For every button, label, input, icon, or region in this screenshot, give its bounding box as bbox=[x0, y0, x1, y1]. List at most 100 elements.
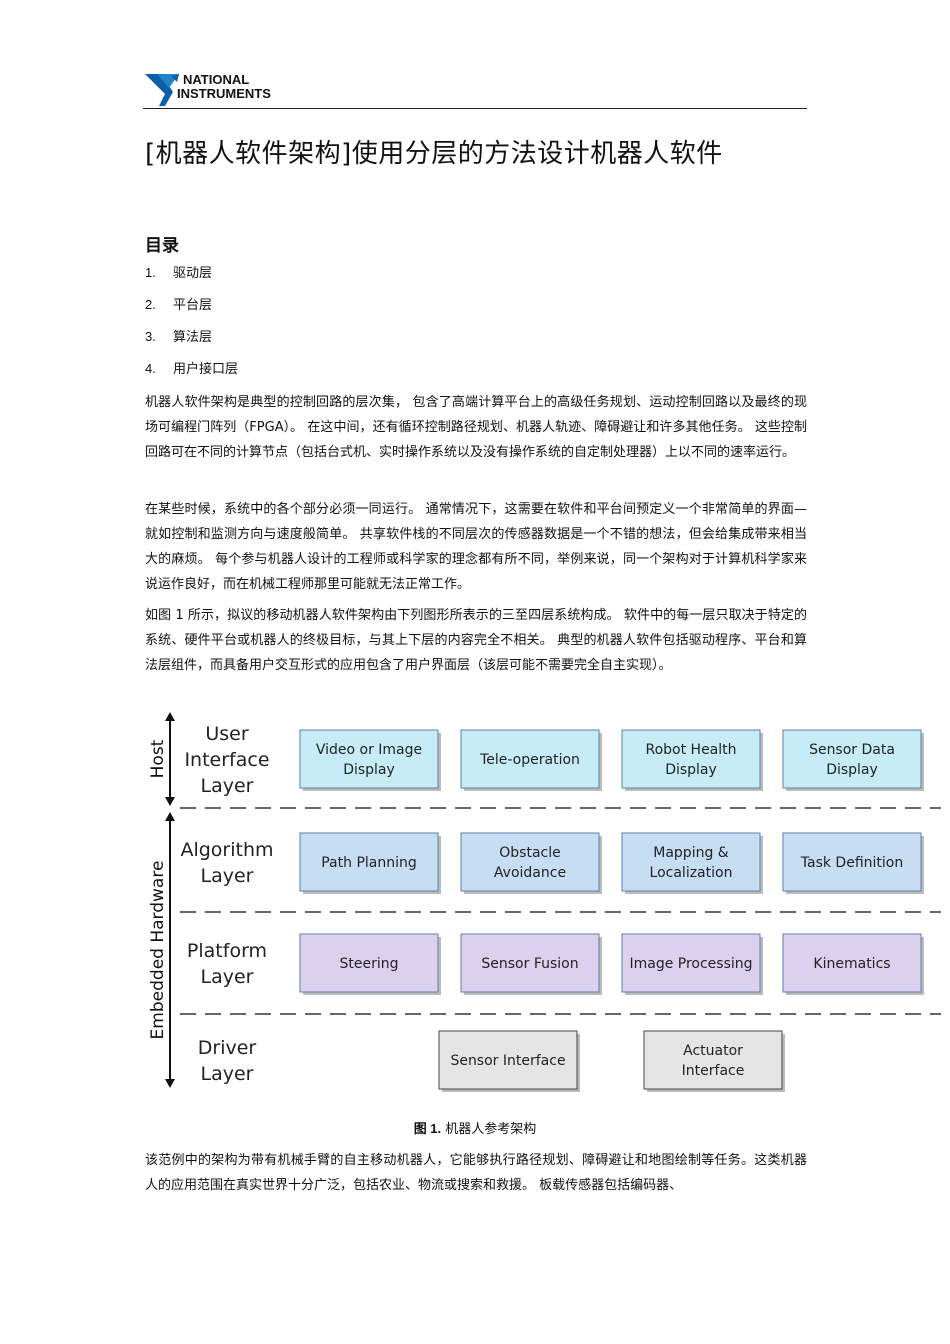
layer-label-line: Layer bbox=[201, 775, 254, 797]
component-box-rect bbox=[299, 933, 439, 993]
component-box-rect bbox=[299, 729, 439, 789]
embedded-arrow-head-up bbox=[165, 812, 175, 821]
layer-label-line: Driver bbox=[198, 1037, 257, 1059]
layer-component-box: Kinematics bbox=[782, 933, 924, 995]
component-box-rect bbox=[621, 729, 761, 789]
component-box-rect bbox=[460, 933, 600, 993]
embedded-hardware-label: Embedded Hardware bbox=[148, 861, 168, 1040]
toc-list: 1. 驱动层 2. 平台层 3.算法层 4. 用户接口层 bbox=[145, 264, 238, 392]
logo-text-instruments: INSTRUMENTS bbox=[177, 86, 271, 101]
figure-caption: 图 1. 机器人参考架构 bbox=[0, 1118, 950, 1137]
component-box-label: Image Processing bbox=[629, 956, 752, 972]
component-box-label-line: Localization bbox=[650, 865, 733, 881]
layer-component-box: Tele-operation bbox=[460, 729, 602, 791]
toc-item[interactable]: 4. 用户接口层 bbox=[145, 360, 238, 392]
component-box-rect bbox=[782, 832, 922, 892]
layer-label-line: Interface bbox=[184, 749, 269, 771]
layer-component-box: Path Planning bbox=[299, 832, 441, 894]
component-box-label-line: Steering bbox=[339, 956, 398, 972]
layer-label-line: Algorithm bbox=[180, 839, 273, 861]
layer-component-box: Mapping & Localization bbox=[621, 832, 763, 894]
paragraph-3: 如图 1 所示，拟议的移动机器人软件架构由下列图形所表示的三至四层系统构成。 软… bbox=[145, 608, 807, 673]
layer-component-box: Sensor Fusion bbox=[460, 933, 602, 995]
header-rule bbox=[143, 108, 807, 109]
component-box-label: Tele-operation bbox=[479, 752, 580, 768]
page-title: [机器人软件架构]使用分层的方法设计机器人软件 bbox=[145, 139, 723, 169]
figure-caption-text: 机器人参考架构 bbox=[445, 1122, 537, 1137]
component-box-label-line: Mapping & bbox=[653, 845, 729, 861]
toc-item-number: 1. bbox=[145, 265, 156, 280]
toc-item[interactable]: 1. 驱动层 bbox=[145, 264, 238, 296]
component-box-label: Task Definition bbox=[800, 855, 903, 871]
component-box-rect bbox=[621, 933, 761, 993]
figure-caption-label: 图 1. bbox=[413, 1121, 442, 1136]
toc-item-label: 驱动层 bbox=[173, 266, 213, 281]
component-box-label-line: Avoidance bbox=[494, 865, 566, 881]
component-box-label-line: Sensor Data bbox=[809, 742, 895, 758]
component-box-label-line: Tele-operation bbox=[479, 752, 580, 768]
component-box-label-line: Path Planning bbox=[321, 855, 417, 871]
component-box-label-line: Kinematics bbox=[813, 956, 890, 972]
paragraph-2: 在某些时候，系统中的各个部分必须一同运行。 通常情况下，这需要在软件和平台间预定… bbox=[145, 502, 807, 592]
component-box-label-line: Robot Health bbox=[645, 742, 736, 758]
logo-text-national: NATIONAL bbox=[183, 72, 249, 87]
component-box-rect bbox=[460, 832, 600, 892]
component-box-label: Path Planning bbox=[321, 855, 417, 871]
host-arrow bbox=[165, 712, 175, 806]
toc-item-label: 平台层 bbox=[173, 298, 213, 313]
layer-label-line: Layer bbox=[201, 966, 254, 988]
component-box-rect bbox=[299, 832, 439, 892]
layer-label-line: Layer bbox=[201, 1063, 254, 1085]
ni-eagle-logo-icon: NATIONAL INSTRUMENTS bbox=[145, 72, 271, 106]
toc-item[interactable]: 3.算法层 bbox=[145, 328, 238, 360]
component-box-rect bbox=[643, 1030, 783, 1090]
layer-label-line: Platform bbox=[187, 940, 267, 962]
component-box-rect bbox=[438, 1030, 578, 1090]
component-box-label-line: Task Definition bbox=[800, 855, 903, 871]
component-box-label: Mapping & Localization bbox=[650, 845, 733, 881]
component-box-rect bbox=[782, 729, 922, 789]
component-box-label-line: Display bbox=[826, 762, 878, 778]
host-arrow-head-up bbox=[165, 712, 175, 721]
layer-label-line: Layer bbox=[201, 865, 254, 887]
component-box-label: Sensor Fusion bbox=[481, 956, 578, 972]
component-box-rect bbox=[782, 933, 922, 993]
paragraph-1: 机器人软件架构是典型的控制回路的层次集， 包含了高端计算平台上的高级任务规划、运… bbox=[145, 395, 807, 460]
layer-component-box: Image Processing bbox=[621, 933, 763, 995]
component-box-label-line: Obstacle bbox=[499, 845, 560, 861]
component-box-label: Sensor Interface bbox=[450, 1053, 565, 1069]
toc-item-number: 4. bbox=[145, 361, 156, 376]
host-arrow-head-down bbox=[165, 797, 175, 806]
component-box-rect bbox=[621, 832, 761, 892]
layer-label-line: User bbox=[205, 723, 248, 745]
component-box-label-line: Image Processing bbox=[629, 956, 752, 972]
component-box-label-line: Display bbox=[343, 762, 395, 778]
component-box-label-line: Video or Image bbox=[316, 742, 422, 758]
component-box-label: Kinematics bbox=[813, 956, 890, 972]
component-box-label-line: Interface bbox=[682, 1063, 745, 1079]
toc-item-number: 2. bbox=[145, 297, 156, 312]
toc-heading: 目录 bbox=[145, 236, 179, 256]
component-box-label-line: Display bbox=[665, 762, 717, 778]
toc-item-number: 3. bbox=[145, 329, 156, 344]
paragraph-4: 该范例中的架构为带有机械手臂的自主移动机器人，它能够执行路径规划、障碍避让和地图… bbox=[145, 1153, 807, 1193]
host-label: Host bbox=[148, 739, 168, 778]
toc-item-label: 用户接口层 bbox=[173, 362, 239, 377]
component-box-label-line: Sensor Fusion bbox=[481, 956, 578, 972]
toc-item[interactable]: 2. 平台层 bbox=[145, 296, 238, 328]
layer-component-box: Steering bbox=[299, 933, 441, 995]
component-box-label: Steering bbox=[339, 956, 398, 972]
component-box-rect bbox=[460, 729, 600, 789]
